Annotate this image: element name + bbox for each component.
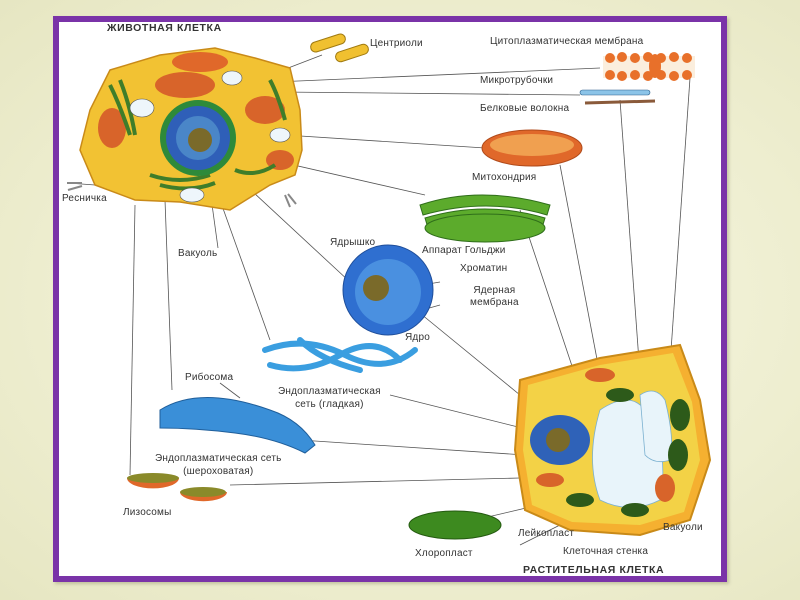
label-rough-er-line2: (шероховатая) [183, 466, 254, 477]
label-ribosome: Рибосома [185, 372, 234, 383]
animal-cell-title: ЖИВОТНАЯ КЛЕТКА [107, 22, 222, 34]
microtubule-illustration [579, 89, 651, 96]
label-chloroplast: Хлоропласт [415, 548, 473, 559]
label-golgi: Аппарат Гольджи [422, 245, 506, 256]
animal-cell [67, 47, 303, 211]
label-smooth-er-line2: сеть (гладкая) [295, 399, 364, 410]
chloroplast-illustration [408, 510, 502, 540]
label-chromatin: Хроматин [460, 263, 508, 274]
label-lysosomes: Лизосомы [123, 507, 172, 518]
label-nuclear-membrane-line2: мембрана [470, 297, 519, 308]
plant-cell-title: РАСТИТЕЛЬНАЯ КЛЕТКА [523, 564, 665, 576]
label-protein-fibers: Белковые волокна [480, 103, 570, 114]
protein-fiber-illustration [584, 99, 656, 105]
lysosomes-illustration [127, 473, 227, 502]
mitochondrion-illustration [481, 129, 583, 167]
label-centrioles: Центриоли [370, 38, 423, 49]
label-cilium: Ресничка [62, 193, 107, 204]
centrioles-illustration [310, 33, 369, 63]
label-leucoplast: Лейкопласт [518, 528, 575, 539]
label-nucleolus: Ядрышко [330, 237, 376, 248]
label-mitochondrion: Митохондрия [472, 172, 537, 183]
smooth-er-illustration [262, 337, 418, 373]
leader-lines [67, 54, 691, 546]
label-vacuole: Вакуоль [178, 248, 218, 259]
rough-er-illustration [159, 397, 316, 454]
membrane-illustration [603, 52, 695, 81]
label-cytoplasmic-membrane: Цитоплазматическая мембрана [490, 36, 644, 47]
label-smooth-er-line1: Эндоплазматическая [278, 386, 381, 397]
label-cell-wall: Клеточная стенка [563, 546, 649, 557]
label-vacuoles: Вакуоли [663, 522, 703, 533]
label-nucleus: Ядро [405, 332, 430, 343]
plant-cell [513, 343, 712, 537]
nucleus-illustration [342, 244, 434, 336]
label-smooth-er: Эндоплазматическая сеть (гладкая) [278, 385, 381, 411]
label-nuclear-membrane: Ядерная мембрана [470, 285, 519, 309]
label-rough-er-line1: Эндоплазматическая сеть [155, 453, 282, 464]
label-microtubules: Микротрубочки [480, 75, 554, 86]
label-rough-er: Эндоплазматическая сеть (шероховатая) [155, 452, 282, 478]
golgi-illustration [419, 194, 551, 243]
label-nuclear-membrane-line1: Ядерная [473, 285, 516, 296]
